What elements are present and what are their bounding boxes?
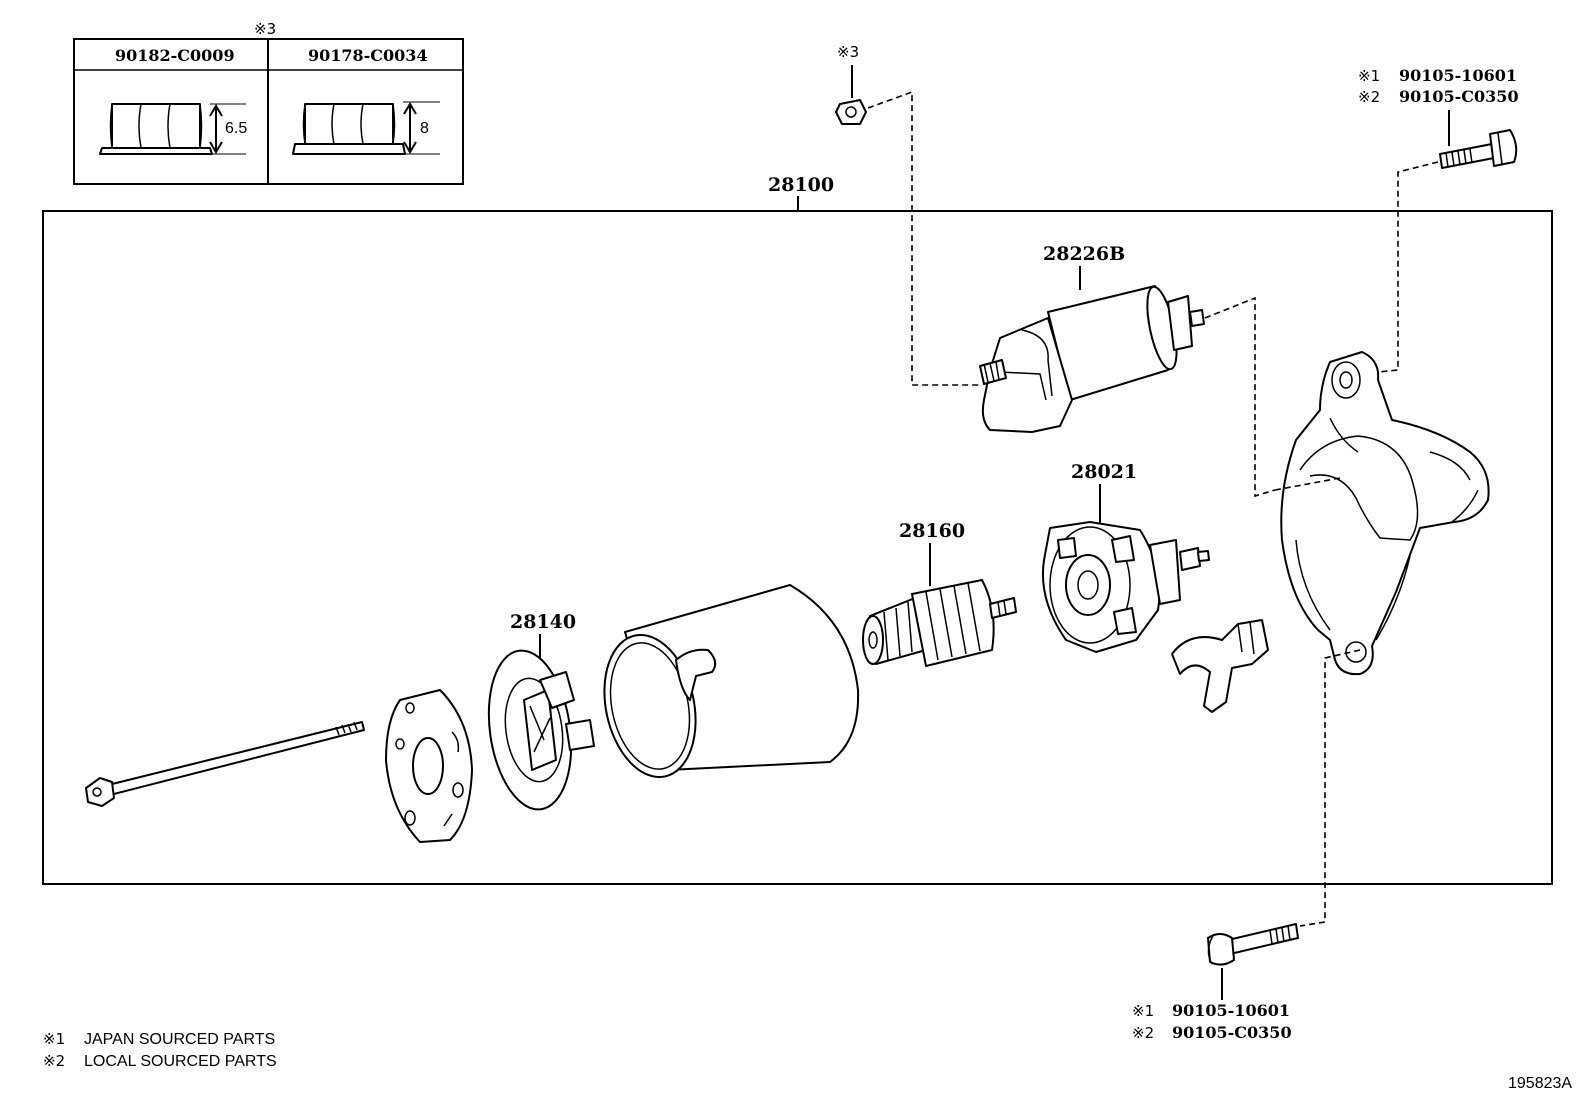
fastener-part-no-2: 90178-C0034: [308, 46, 428, 65]
armature-icon: [862, 579, 1017, 667]
nut-height-2: 8: [420, 120, 429, 137]
fastener-table-mark: ※3: [254, 20, 276, 38]
legend-mark-2: ※2: [43, 1052, 65, 1070]
brush-holder-icon: [1041, 521, 1210, 653]
bolt-bottom-mark-1: ※1: [1132, 1002, 1154, 1020]
cover-plate-icon: [385, 689, 473, 843]
bottom-bolt-icon: [1207, 923, 1299, 966]
solenoid-icon: [979, 285, 1205, 433]
legend: ※1 JAPAN SOURCED PARTS ※2 LOCAL SOURCED …: [43, 1030, 277, 1070]
legend-mark-1: ※1: [43, 1030, 65, 1048]
bolt-top-part-no-2: 90105-C0350: [1399, 87, 1519, 106]
flange-nut-icon: [292, 101, 440, 155]
assembly-part-no: 28100: [768, 174, 834, 196]
legend-text-1: JAPAN SOURCED PARTS: [84, 1031, 275, 1048]
legend-text-2: LOCAL SOURCED PARTS: [84, 1053, 277, 1070]
nut-mark: ※3: [837, 43, 859, 61]
bolt-top-mark-2: ※2: [1358, 88, 1380, 106]
solenoid-part-no: 28226B: [1043, 243, 1125, 265]
end-frame-part-no: 28140: [510, 611, 576, 633]
nut-icon: [835, 99, 867, 125]
bolt-bottom-part-no-2: 90105-C0350: [1172, 1023, 1292, 1042]
bolt-top-part-no-1: 90105-10601: [1399, 66, 1517, 85]
bolt-bottom-mark-2: ※2: [1132, 1024, 1154, 1042]
yoke-icon: [603, 584, 860, 779]
flange-nut-icon: [99, 103, 246, 155]
bolt-top-mark-1: ※1: [1358, 67, 1380, 85]
bolt-bottom-part-no-1: 90105-10601: [1172, 1001, 1290, 1020]
shift-lever-icon: [1171, 619, 1269, 713]
fastener-part-no-1: 90182-C0009: [115, 46, 235, 65]
drive-housing-icon: [1280, 351, 1490, 676]
assembly-frame: [42, 210, 1553, 885]
fastener-table: ※3 90182-C0009 90178-C0034 6.5: [73, 20, 464, 185]
drawing-id: 195823A: [1508, 1075, 1572, 1092]
top-bolt-icon: [1439, 129, 1518, 169]
brush-holder-part-no: 28021: [1071, 461, 1137, 483]
nut-height-1: 6.5: [225, 120, 247, 137]
through-bolt-icon: [85, 721, 365, 807]
end-frame-icon: [487, 649, 595, 811]
armature-part-no: 28160: [899, 520, 965, 542]
